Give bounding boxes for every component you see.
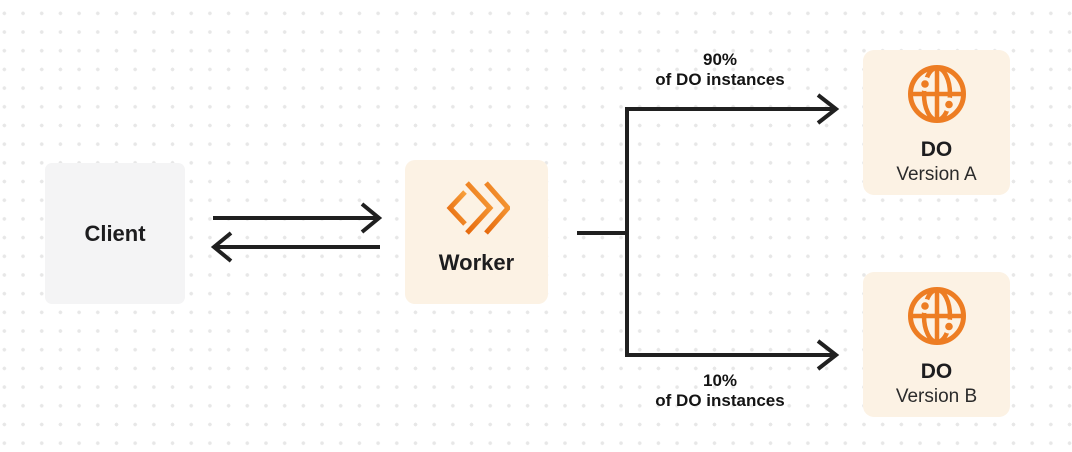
workers-chevrons-icon (446, 181, 510, 235)
durable-object-globe-icon (907, 65, 966, 123)
traffic-percent-10: 10% (702, 371, 738, 390)
worker-node: Worker (405, 160, 548, 304)
worker-label: Worker (438, 250, 515, 275)
client-label: Client (84, 220, 146, 246)
arrowhead-version-a-icon (816, 93, 840, 125)
do-version-b-subtitle: Version B (895, 386, 978, 408)
do-version-b-title: DO (920, 360, 953, 383)
do-version-a-title: DO (920, 138, 953, 161)
arrowhead-version-b-icon (816, 339, 840, 371)
do-version-a-node: DO Version A (863, 50, 1010, 195)
traffic-percent-90: 90% (702, 50, 738, 69)
traffic-split-label-90: 90% of DO instances (620, 50, 820, 90)
globe-dot (920, 80, 929, 88)
durable-object-globe-icon (907, 287, 966, 345)
do-version-a-subtitle: Version A (896, 164, 977, 186)
globe-dot (944, 100, 953, 109)
globe-dot (944, 322, 953, 331)
client-node: Client (45, 163, 185, 304)
branch-split-line (625, 107, 833, 357)
traffic-caption-10: of DO instances (655, 391, 785, 411)
worker-to-client-arrowhead-icon (210, 231, 233, 263)
do-version-b-node: DO Version B (863, 272, 1010, 417)
traffic-caption-90: of DO instances (655, 70, 785, 90)
client-to-worker-arrowhead-icon (360, 202, 383, 234)
traffic-split-label-10: 10% of DO instances (620, 371, 820, 411)
globe-dot (920, 302, 929, 310)
